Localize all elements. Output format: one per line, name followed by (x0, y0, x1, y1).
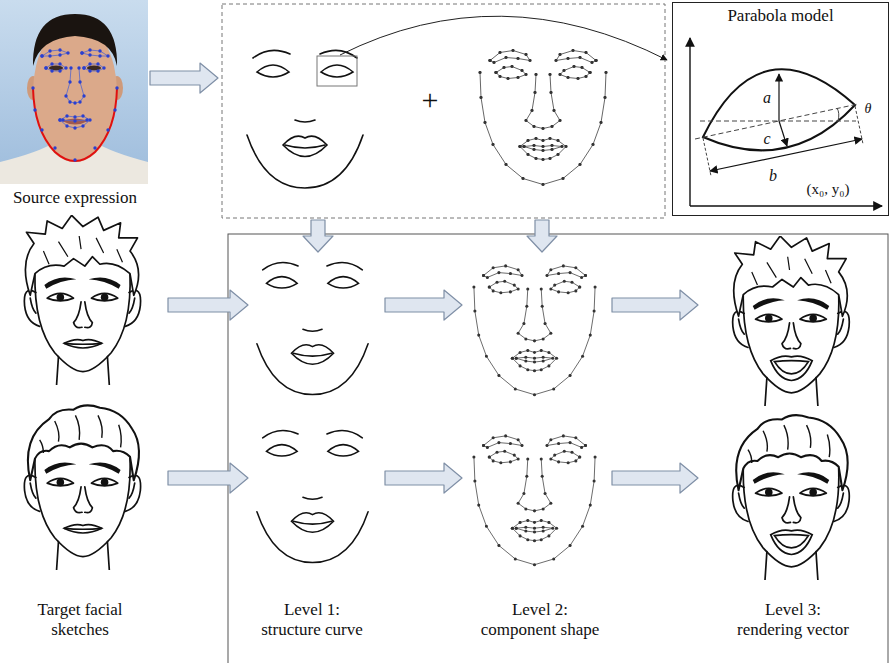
target-sketch (24, 274, 140, 385)
block-arrow (168, 290, 248, 320)
component-shape (474, 436, 595, 565)
extension-line (703, 138, 711, 176)
c-arrow (779, 121, 787, 146)
rendered-face (733, 295, 850, 406)
caption-label: Level 2: component shape (478, 600, 602, 641)
structure-curve (257, 431, 368, 563)
facial-features (49, 66, 101, 125)
drawing-part (87, 66, 101, 71)
drawing-part (84, 64, 104, 71)
target-sketch (24, 459, 140, 570)
drawing-part (42, 50, 68, 56)
block-arrow (303, 220, 333, 252)
block-arrow (612, 463, 698, 493)
drawing-part (46, 64, 66, 71)
sketch-mouth (771, 530, 813, 554)
block-arrow (612, 290, 698, 320)
curved-arrow (340, 16, 667, 60)
model-box: Parabola model (672, 2, 889, 216)
sketch-hair (28, 405, 139, 480)
x-axis (690, 205, 882, 206)
parabola-figure (690, 38, 882, 206)
structure-curve (257, 263, 368, 395)
sketch-hair (25, 215, 138, 295)
caption-label: b (766, 166, 780, 185)
drawing-part (49, 66, 63, 71)
block-arrow (527, 220, 557, 252)
jaw-points (33, 88, 117, 160)
caption-label: Source expression (0, 188, 150, 208)
component-shape (480, 51, 606, 185)
caption-label: c (760, 129, 774, 148)
dashed-frame (222, 4, 665, 218)
horizontal-guide (700, 121, 856, 122)
jaw-contour (33, 88, 117, 161)
sketch-hair (736, 415, 847, 490)
caption-label: a (760, 88, 774, 107)
caption-label: Level 1: structure curve (256, 600, 368, 641)
source-photo (0, 0, 148, 184)
block-arrow (150, 63, 218, 93)
caption-label: (x₀, y₀) (792, 180, 864, 198)
caption-label: Level 3: rendering vector (735, 600, 851, 641)
block-arrow (385, 463, 462, 493)
sketch-mouth (771, 356, 813, 380)
drawing-part (63, 120, 87, 121)
angle-arc (837, 108, 839, 121)
sketch-hair (734, 236, 848, 316)
structure-curve (247, 50, 363, 188)
major-axis (695, 104, 858, 139)
drawing-part (62, 119, 88, 125)
block-arrow (385, 290, 462, 320)
eye-highlight (317, 56, 357, 86)
photo-background (0, 0, 148, 184)
box-title: Parabola model (673, 6, 888, 26)
drawing-part (60, 116, 90, 128)
extension-line (855, 106, 863, 144)
a-arrow (778, 74, 779, 121)
sketch-mouth (64, 525, 102, 533)
caption-label: Target facial sketches (10, 600, 150, 641)
b-dimension (710, 139, 862, 171)
caption-label: θ (860, 101, 876, 118)
hair (33, 14, 117, 66)
sketch-mouth (64, 340, 102, 348)
block-arrows (150, 63, 698, 493)
y-axis (689, 38, 690, 206)
drawing-part (82, 50, 108, 56)
caption-label: + (410, 82, 450, 118)
rendered-face (733, 469, 850, 580)
landmark-points (42, 50, 108, 128)
component-shape (474, 266, 595, 395)
level-frame (228, 234, 888, 663)
block-arrow (168, 463, 248, 493)
drawing-part (66, 68, 84, 103)
